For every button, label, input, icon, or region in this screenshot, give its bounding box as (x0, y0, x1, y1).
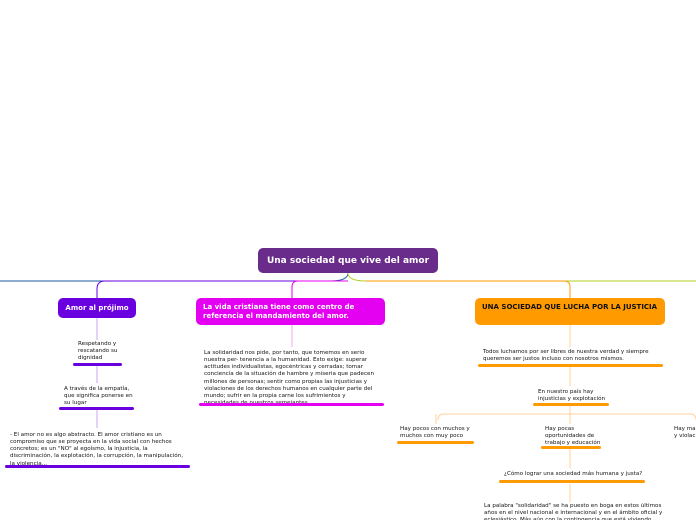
subtopic-soc-2[interactable]: En nuestro país hay injusticias y explot… (538, 389, 608, 403)
subtopic-soc-pocos[interactable]: Hay pocos con muchos y muchos con muy po… (400, 426, 472, 440)
subtopic-soc-1-text: Todos luchamos por ser libres de nuestra… (483, 349, 649, 363)
subtopic-amor-2-underline (59, 407, 134, 410)
subtopic-soc-palabra[interactable]: La palabra "solidaridad" se ha puesto en… (484, 503, 664, 520)
subtopic-amor-1[interactable]: Respetando y rescatando su dignidad (78, 341, 136, 362)
subtopic-soc-oportunidades-text: Hay pocas oportunidades de trabajo y edu… (545, 426, 601, 447)
root-topic-label: Una sociedad que vive del amor (266, 255, 430, 266)
subtopic-amor-3-underline (5, 465, 190, 468)
subtopic-amor-2[interactable]: A través de la empatía, que significa po… (64, 386, 136, 407)
link-root-amor (96, 280, 330, 298)
subtopic-soc-oportunidades-underline (541, 446, 601, 449)
subtopic-soc-2-text: En nuestro país hay injusticias y explot… (538, 389, 606, 403)
link-soc-split (437, 405, 696, 421)
subtopic-vida-1[interactable]: La solidaridad nos pide, por tanto, que … (204, 350, 380, 407)
topic-amor-label: Amor al prójimo (65, 303, 129, 312)
subtopic-soc-pocos-underline (397, 441, 474, 444)
topic-amor-al-projimo[interactable]: Amor al prójimo (58, 298, 136, 318)
subtopic-soc-como[interactable]: ¿Cómo lograr una sociedad más humana y j… (504, 471, 644, 478)
subtopic-soc-palabra-text: La palabra "solidaridad" se ha puesto en… (484, 503, 663, 520)
link-root-left (0, 272, 349, 282)
link-root-vida (291, 280, 348, 298)
subtopic-soc-1-underline (478, 364, 663, 367)
subtopic-amor-3-text: - El amor no es algo abstracto. El amor … (10, 432, 183, 467)
topic-vida-label: La vida cristiana tiene como centro de r… (203, 303, 355, 320)
subtopic-amor-1-text: Respetando y rescatando su dignidad (78, 341, 118, 362)
link-root-sociedad (366, 280, 571, 298)
subtopic-amor-2-text: A través de la empatía, que significa po… (64, 386, 133, 407)
subtopic-soc-como-underline (499, 480, 645, 483)
subtopic-soc-hay-ma[interactable]: Hay ma y violac (674, 426, 696, 440)
subtopic-vida-1-underline (199, 403, 384, 406)
subtopic-soc-pocos-text: Hay pocos con muchos y muchos con muy po… (400, 426, 470, 440)
subtopic-amor-1-underline (73, 363, 122, 366)
subtopic-amor-3[interactable]: - El amor no es algo abstracto. El amor … (10, 432, 186, 468)
topic-sociedad-label: UNA SOCIEDAD QUE LUCHA POR LA JUSTICIA (482, 303, 658, 311)
root-topic[interactable]: Una sociedad que vive del amor (258, 248, 438, 273)
topic-sociedad-justicia[interactable]: UNA SOCIEDAD QUE LUCHA POR LA JUSTICIA (475, 298, 665, 325)
subtopic-soc-hay-ma-text: Hay ma y violac (674, 426, 696, 440)
subtopic-soc-2-underline (533, 403, 609, 406)
subtopic-soc-oportunidades[interactable]: Hay pocas oportunidades de trabajo y edu… (545, 426, 601, 447)
topic-vida-cristiana[interactable]: La vida cristiana tiene como centro de r… (196, 298, 385, 325)
link-root-right (347, 272, 696, 282)
subtopic-soc-1[interactable]: Todos luchamos por ser libres de nuestra… (483, 349, 663, 363)
subtopic-vida-1-text: La solidaridad nos pide, por tanto, que … (204, 350, 375, 406)
subtopic-soc-como-text: ¿Cómo lograr una sociedad más humana y j… (504, 471, 643, 477)
